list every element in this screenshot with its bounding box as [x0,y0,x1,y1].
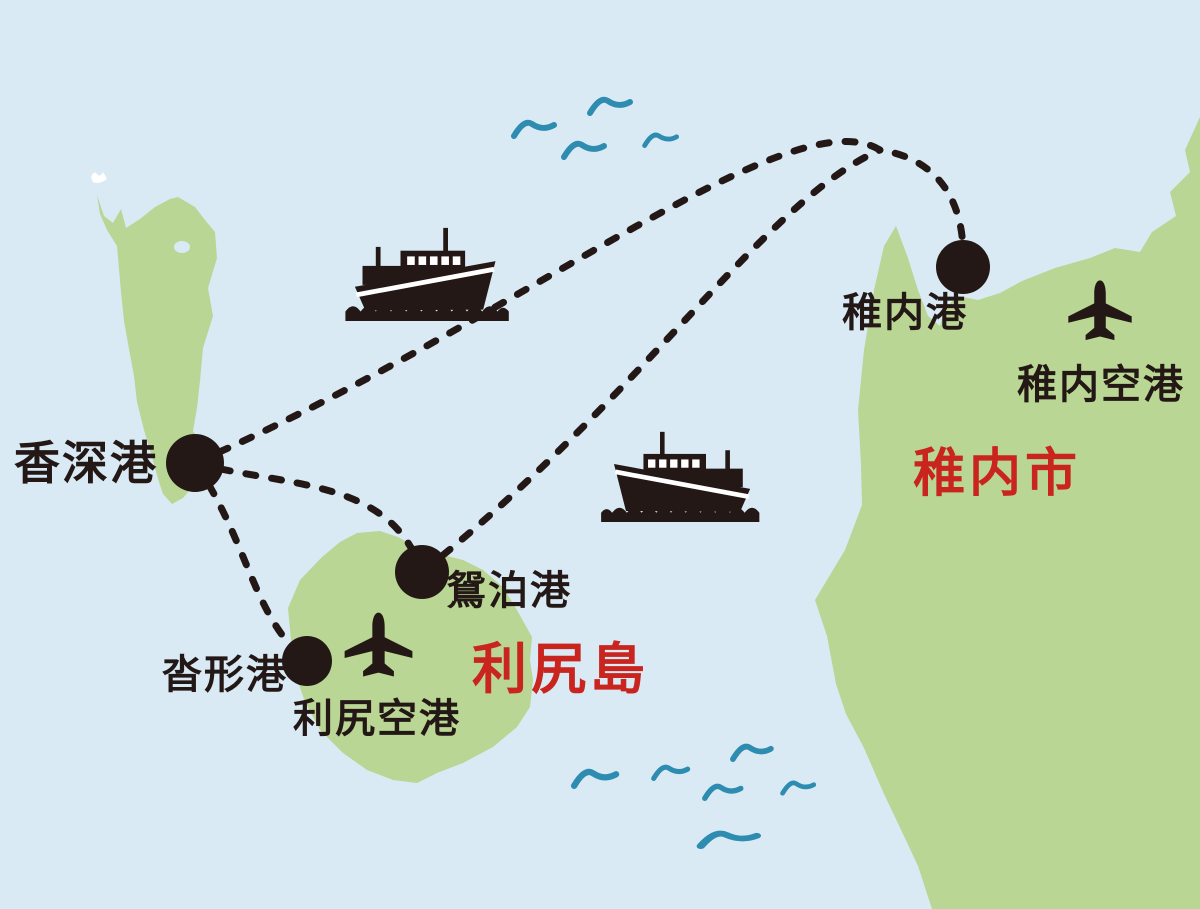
islet [91,172,107,183]
kafuka-port-label: 香深港 [14,437,158,489]
port-dot-kafuka [166,434,224,492]
port-dot-wakkanai [936,240,990,294]
port-dot-kutsugata [282,636,332,686]
route-kafuka-oshidomari [191,459,425,574]
rishiri-airport-label: 利尻空港 [293,697,461,741]
oshidomari-port-label: 鴛泊港 [446,569,572,613]
rebun-island-shape [97,195,217,504]
region-labels-group: 稚内市 利尻島 [472,445,1081,700]
wakkanai-airport-label: 稚内空港 [1017,363,1185,407]
rebun-lake [174,241,190,253]
wakkanai-port-label: 稚内港 [842,291,968,335]
port-dots-group [166,240,990,686]
rishiri-island-label: 利尻島 [472,638,649,700]
wakkanai-city-label: 稚内市 [913,445,1081,503]
route-kafuka-kutsugata [191,459,310,664]
ferry-routes-group [191,138,967,664]
port-dot-oshidomari [395,545,449,599]
route-oshidomari-wakkanai [418,146,884,576]
kutsugata-port-label: 沓形港 [162,653,288,697]
route-kafuka-wakkanai [191,138,967,467]
place-labels-group: 香深港 稚内港 稚内空港 鴛泊港 沓形港 利尻空港 [14,291,1185,741]
